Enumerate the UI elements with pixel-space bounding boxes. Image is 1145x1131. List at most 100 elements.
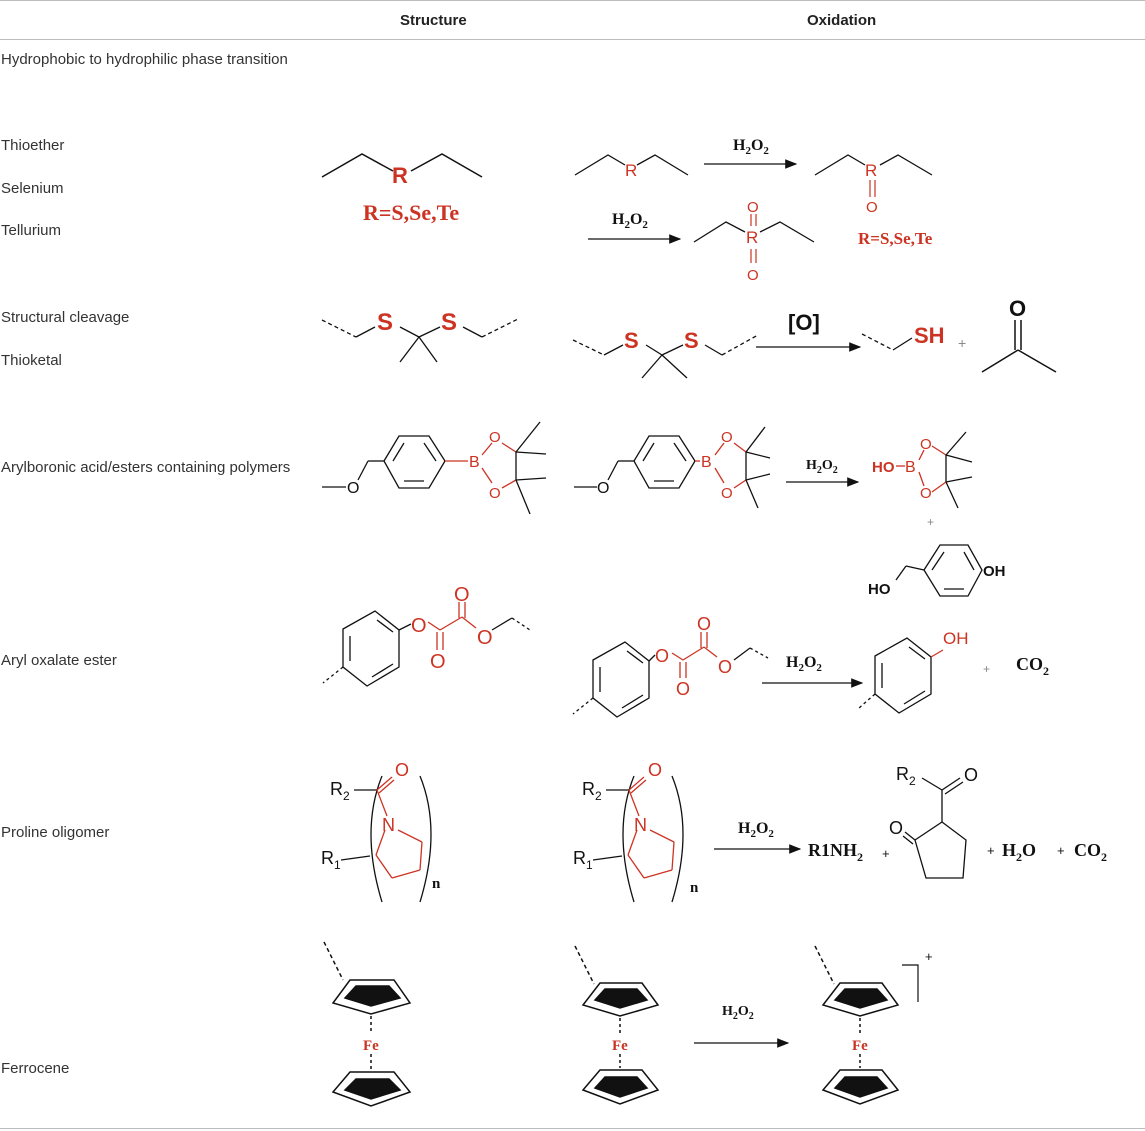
svg-text:Fe: Fe: [852, 1038, 868, 1054]
arylboronic-O-bottom: O: [489, 485, 501, 502]
table-bottom-rule: [0, 1128, 1145, 1129]
hydroxybenzyl-OH: OH: [983, 563, 1006, 580]
arylboronic-ox-B: B: [701, 454, 712, 471]
row-label-arylboronic: Arylboronic acid/esters containing polym…: [1, 459, 291, 476]
sulfone-product: [693, 221, 815, 243]
aryl-oxalate-structure: [322, 610, 412, 687]
boronic-product-HO: HO: [872, 459, 895, 476]
svg-text:N: N: [634, 815, 647, 835]
plus-proline-2: +: [987, 843, 995, 858]
proline-R1: R1: [321, 848, 341, 872]
plus-boronic: +: [927, 515, 934, 529]
row-label-aryl-oxalate: Aryl oxalate ester: [1, 652, 117, 669]
thioether-R-definition: R=S,Se,Te: [363, 200, 459, 225]
oxalate-O-2: O: [430, 651, 446, 673]
phenol-product: [858, 637, 944, 714]
sulfone-O-bottom: O: [747, 267, 759, 284]
table-top-rule: [0, 0, 1145, 1]
svg-text:O: O: [648, 760, 662, 780]
header-rule: [0, 39, 1145, 40]
proline-structure: R2 R1 O N n: [321, 760, 441, 903]
thioether-R-atom: R: [392, 163, 408, 188]
proline-ox-reactant: R2 R1 O N n: [573, 760, 699, 903]
sulfone-R: R: [746, 228, 758, 247]
co2-oxalate: CO2: [1016, 654, 1049, 678]
h2o-product: H2O: [1002, 840, 1036, 864]
oxalate-O-1: O: [411, 615, 427, 637]
h2o2-label-2: H2O2: [612, 211, 648, 231]
proline-n: n: [432, 876, 441, 892]
h2o2-label-1: H2O2: [733, 137, 769, 157]
plus-proline-3: +: [1057, 843, 1065, 858]
arylboronic-ox-O-bottom: O: [721, 485, 733, 502]
r1nh2-product: R1NH2: [808, 840, 863, 864]
thioketal-S-2: S: [441, 309, 457, 336]
header-oxidation: Oxidation: [807, 12, 877, 29]
oxalate-O-4: O: [477, 627, 493, 649]
sulfone-O-top: O: [747, 199, 759, 216]
boronic-product-O-top: O: [920, 436, 932, 453]
oxalate-ox-O-4: O: [718, 657, 732, 677]
svg-text:R2: R2: [896, 764, 916, 788]
svg-text:n: n: [690, 880, 699, 896]
svg-text:O: O: [889, 818, 903, 838]
thioketal-structure: [321, 318, 519, 363]
oxalate-ox-O-1: O: [655, 646, 669, 666]
ferrocenium-product: [814, 945, 919, 1105]
row-label-thioether: Thioether: [1, 137, 65, 154]
svg-text:R2: R2: [582, 779, 602, 803]
oxidation-R-definition: R=S,Se,Te: [858, 229, 933, 248]
sulfoxide-R: R: [865, 161, 877, 180]
ferrocene-structure: [323, 941, 412, 1107]
row-label-ferrocene: Ferrocene: [1, 1060, 70, 1077]
ferrocene-ox-reactant: [574, 945, 660, 1105]
section-structural-cleavage: Structural cleavage: [1, 309, 130, 326]
sulfoxide-product: [814, 154, 933, 176]
ferrocenium-charge: +: [925, 949, 933, 964]
row-label-selenium: Selenium: [1, 180, 64, 197]
oxalate-ox-O-2: O: [676, 679, 690, 699]
acetone-O: O: [1009, 296, 1026, 321]
oxalate-ox-O-3: O: [697, 614, 711, 634]
thioether-ox-reactant: [574, 154, 689, 176]
thioketal-ox-reactant: [572, 334, 759, 379]
thioether-ox-R: R: [625, 161, 637, 180]
svg-text:O: O: [964, 765, 978, 785]
thioketal-ox-S-1: S: [624, 328, 639, 353]
arylboronic-ox-O-top: O: [721, 429, 733, 446]
header-structure: Structure: [400, 12, 467, 29]
oxalate-O-3: O: [454, 584, 470, 606]
hydroxybenzyl-alcohol: [895, 544, 983, 597]
svg-text:Fe: Fe: [612, 1038, 628, 1054]
h2o2-label-3: H2O2: [806, 458, 838, 476]
row-label-thioketal: Thioketal: [1, 352, 62, 369]
arylboronic-ox-O: O: [597, 480, 609, 497]
row-label-tellurium: Tellurium: [1, 222, 62, 239]
h2o2-label-4: H2O2: [786, 654, 822, 674]
acetone: [981, 320, 1057, 373]
thioether-structure: [321, 153, 483, 178]
proline-O: O: [395, 760, 409, 780]
svg-text:R1: R1: [573, 848, 593, 872]
row-label-proline: Proline oligomer: [1, 824, 110, 841]
plus-thioketal: +: [958, 335, 966, 351]
arylboronic-O-top: O: [489, 429, 501, 446]
plus-proline-1: +: [882, 846, 890, 861]
boronic-product-B: B: [905, 459, 916, 476]
arylboronic-O: O: [347, 480, 359, 497]
phenol-OH: OH: [943, 629, 969, 648]
thiol-SH: SH: [914, 323, 945, 348]
h2o2-label-5: H2O2: [738, 820, 774, 840]
thioketal-ox-S-2: S: [684, 328, 699, 353]
section-phase-transition: Hydrophobic to hydrophilic phase transit…: [1, 51, 288, 68]
sulfoxide-O: O: [866, 199, 878, 216]
cyclopentanone-product: R2 O O: [889, 764, 978, 879]
ferrocene-Fe: Fe: [363, 1038, 379, 1054]
hydroxybenzyl-HO: HO: [868, 581, 891, 598]
boronic-product-O-bottom: O: [920, 485, 932, 502]
arylboronic-ox-reactant: [574, 435, 696, 489]
aryl-oxalate-ox-reactant: [572, 641, 656, 718]
arylboronic-structure: [322, 435, 446, 489]
proline-N: N: [382, 815, 395, 835]
